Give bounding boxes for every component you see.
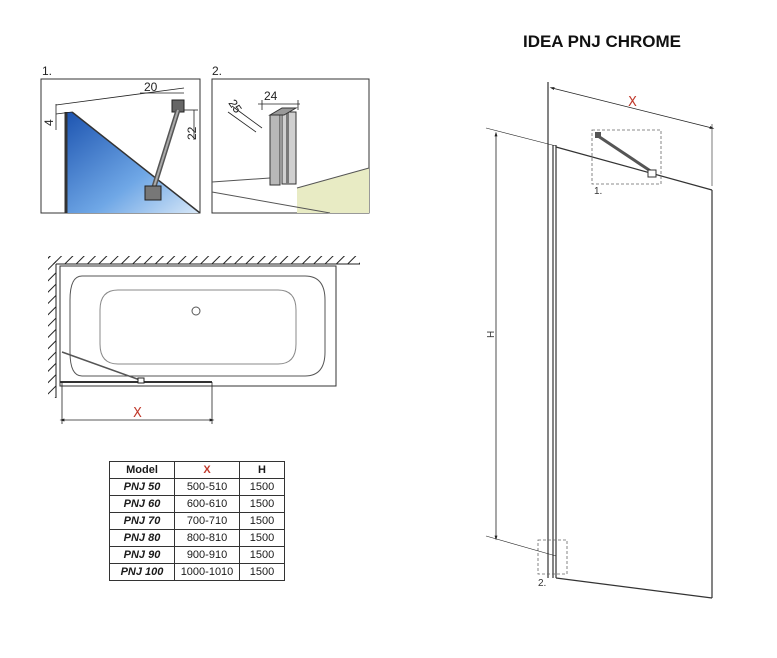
cell-model: PNJ 90 xyxy=(109,546,175,564)
bathtub-rim xyxy=(59,265,337,387)
cell-h: 1500 xyxy=(239,512,285,530)
header-model: Model xyxy=(109,461,175,479)
floor-surface xyxy=(297,168,369,213)
table-header-row: Model X H xyxy=(109,461,285,479)
cell-h: 1500 xyxy=(239,563,285,581)
spec-table: Model X H PNJ 50 500-510 1500 PNJ 60 600… xyxy=(109,461,285,581)
cell-model: PNJ 60 xyxy=(109,495,175,513)
elev-dim-x: X xyxy=(628,95,637,110)
cell-x: 500-510 xyxy=(174,478,240,496)
glass-bottom-edge xyxy=(555,577,713,599)
elevation-view: 1. 2. X H xyxy=(485,82,715,599)
glass-clamp xyxy=(144,185,162,201)
wall-left xyxy=(48,256,56,398)
table-row: PNJ 60 600-610 1500 xyxy=(109,495,285,513)
cell-h: 1500 xyxy=(239,529,285,547)
callout-2-label: 2. xyxy=(538,578,546,589)
bathtub-basin-outer xyxy=(69,275,326,377)
cell-x: 600-610 xyxy=(174,495,240,513)
diagram-title: IDEA PNJ CHROME xyxy=(523,32,681,51)
cell-h: 1500 xyxy=(239,478,285,496)
plan-view: X xyxy=(48,256,360,424)
cell-x: 700-710 xyxy=(174,512,240,530)
wall-top xyxy=(48,256,360,264)
cell-model: PNJ 100 xyxy=(109,563,175,581)
support-arm-plan xyxy=(61,351,141,381)
cell-x: 900-910 xyxy=(174,546,240,564)
detail-2: 2. 24 25 xyxy=(211,64,370,214)
bathtub-basin-inner xyxy=(99,289,297,365)
dim-20: 20 xyxy=(144,80,158,94)
seal-profile-left xyxy=(269,114,281,186)
dim-22: 22 xyxy=(185,126,199,140)
table-row: PNJ 80 800-810 1500 xyxy=(109,529,285,547)
table-row: PNJ 90 900-910 1500 xyxy=(109,546,285,564)
elev-dim-h: H xyxy=(486,331,497,338)
detail-2-label: 2. xyxy=(212,64,222,78)
cell-model: PNJ 70 xyxy=(109,512,175,530)
cell-x: 800-810 xyxy=(174,529,240,547)
table-row: PNJ 100 1000-1010 1500 xyxy=(109,563,285,581)
header-x: X xyxy=(174,461,240,479)
dim-24: 24 xyxy=(264,89,278,103)
cell-h: 1500 xyxy=(239,495,285,513)
glass-top-edge xyxy=(555,146,713,191)
callout-1-label: 1. xyxy=(594,186,602,197)
dim-4: 4 xyxy=(42,119,56,126)
drain-icon xyxy=(191,306,201,316)
cell-model: PNJ 50 xyxy=(109,478,175,496)
support-arm-elev xyxy=(597,134,653,174)
header-h: H xyxy=(239,461,285,479)
cell-x: 1000-1010 xyxy=(174,563,240,581)
callout-box-2 xyxy=(537,539,568,575)
callout-box-1 xyxy=(591,129,662,185)
cell-model: PNJ 80 xyxy=(109,529,175,547)
table-row: PNJ 70 700-710 1500 xyxy=(109,512,285,530)
cell-h: 1500 xyxy=(239,546,285,564)
plan-dim-x: X xyxy=(133,406,142,421)
detail-1: 1. 20 4 22 xyxy=(40,64,201,214)
detail-1-label: 1. xyxy=(42,64,52,78)
table-row: PNJ 50 500-510 1500 xyxy=(109,478,285,496)
elev-dim-x-line xyxy=(549,87,715,129)
glass-panel xyxy=(66,112,200,213)
